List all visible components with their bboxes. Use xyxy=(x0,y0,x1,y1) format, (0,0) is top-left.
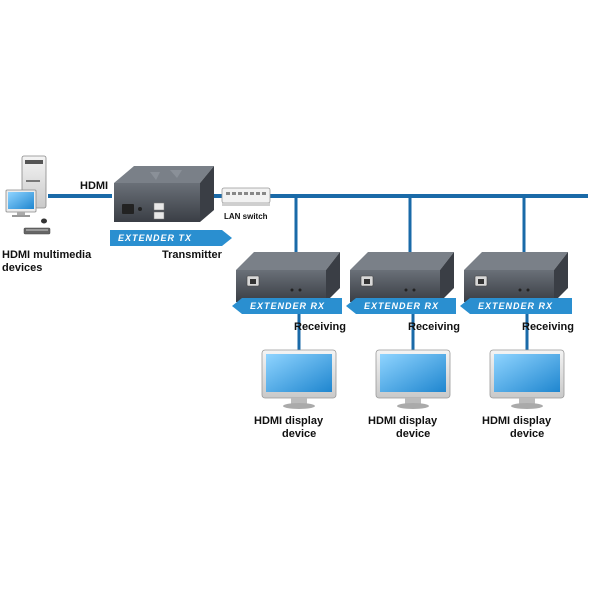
lan-switch-label: LAN switch xyxy=(224,212,268,221)
rx-banner-3: EXTENDER RX xyxy=(460,298,572,314)
lan-switch-icon xyxy=(221,187,271,206)
hdmi-cable-label: HDMI xyxy=(80,180,108,192)
tx-banner-label: EXTENDER TX xyxy=(118,233,192,243)
display-label-1-line1: HDMI display xyxy=(254,415,324,427)
source-label-line1: HDMI multimedia xyxy=(2,249,92,261)
source-label-line2: devices xyxy=(2,262,42,274)
desktop-computer-icon xyxy=(5,155,51,235)
extender-tx-box-icon xyxy=(114,166,214,222)
receiving-label-2: Receiving xyxy=(408,321,460,333)
display-label-1-line2: device xyxy=(282,428,316,440)
tx-banner: EXTENDER TX xyxy=(110,230,232,246)
display-label-2-line1: HDMI display xyxy=(368,415,438,427)
monitor-icon xyxy=(261,349,337,409)
rx-banner-2: EXTENDER RX xyxy=(346,298,456,314)
rx-banner-1: EXTENDER RX xyxy=(232,298,342,314)
display-label-3-line1: HDMI display xyxy=(482,415,552,427)
monitor-icon xyxy=(375,349,451,409)
rx-banner-label-2: EXTENDER RX xyxy=(364,301,439,311)
rx-banner-label-3: EXTENDER RX xyxy=(478,301,553,311)
monitor-icon xyxy=(489,349,565,409)
receiving-label-1: Receiving xyxy=(294,321,346,333)
receiving-label-3: Receiving xyxy=(522,321,574,333)
extender-rx-box-icon xyxy=(350,252,454,302)
rx-banner-label-1: EXTENDER RX xyxy=(250,301,325,311)
extender-rx-box-icon xyxy=(464,252,568,302)
extender-rx-box-icon xyxy=(236,252,340,302)
display-label-2-line2: device xyxy=(396,428,430,440)
transmitter-label: Transmitter xyxy=(162,249,223,261)
display-label-3-line2: device xyxy=(510,428,544,440)
